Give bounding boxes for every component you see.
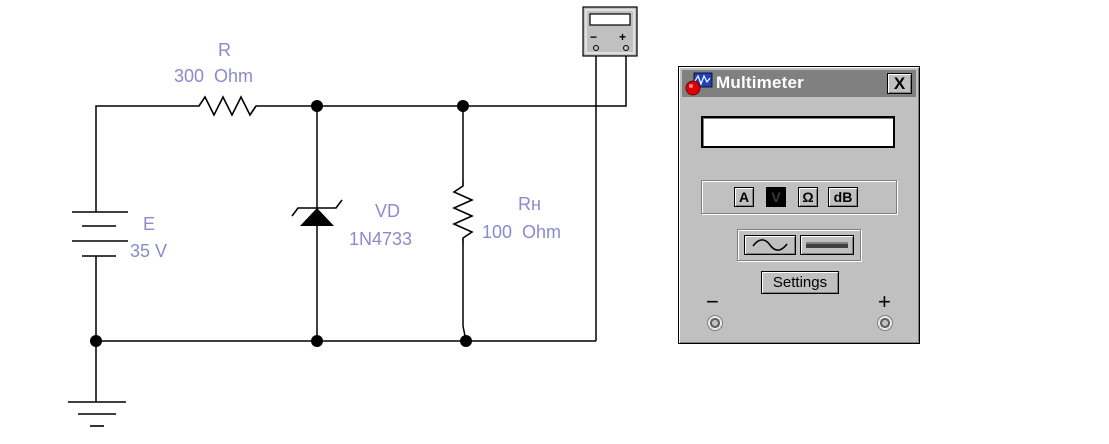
multimeter-title: Multimeter xyxy=(716,73,804,92)
meter-icon-minus: − xyxy=(590,30,597,44)
junction-node[interactable] xyxy=(311,335,323,347)
multimeter-instrument-icon[interactable]: − + xyxy=(582,6,638,57)
mode-decibel-button[interactable]: dB xyxy=(828,187,858,207)
resistor-r-symbol[interactable] xyxy=(190,95,266,117)
battery-e-name: E xyxy=(143,214,155,234)
battery-e-symbol[interactable] xyxy=(72,211,128,257)
meter-icon-plus: + xyxy=(619,30,626,44)
multimeter-window[interactable]: Multimeter X A V Ω dB Settings − + xyxy=(678,66,920,344)
load-resistor-name: Rн xyxy=(518,194,541,214)
terminal-minus-label: − xyxy=(706,289,719,314)
mode-ohmmeter-button[interactable]: Ω xyxy=(798,187,818,207)
multimeter-titlebar[interactable]: Multimeter X xyxy=(682,70,916,97)
zener-diode-name: VD xyxy=(375,201,400,221)
settings-button[interactable]: Settings xyxy=(761,271,839,294)
multimeter-app-icon xyxy=(685,72,713,96)
terminal-plus-label: + xyxy=(878,289,891,314)
load-resistor-value: 100 Ohm xyxy=(482,222,561,242)
wire-load-bottom xyxy=(462,245,467,342)
junction-node[interactable] xyxy=(457,100,469,112)
junction-node[interactable] xyxy=(90,335,102,347)
ac-mode-button[interactable] xyxy=(744,235,796,255)
load-resistor-rh-symbol[interactable] xyxy=(452,180,474,245)
junction-node[interactable] xyxy=(311,100,323,112)
junction-node[interactable] xyxy=(460,335,472,347)
signal-type-group xyxy=(737,229,861,261)
dc-line-icon xyxy=(806,242,848,248)
zener-diode-vd-symbol[interactable] xyxy=(291,199,343,226)
close-icon: X xyxy=(893,74,906,93)
mode-ammeter-button[interactable]: A xyxy=(734,187,754,207)
close-button[interactable]: X xyxy=(887,73,912,94)
battery-e-value: 35 V xyxy=(130,241,167,261)
ac-wave-icon xyxy=(752,239,788,251)
junction-nodes xyxy=(90,100,472,347)
dc-mode-button[interactable] xyxy=(800,235,854,255)
zener-diode-part: 1N4733 xyxy=(349,229,412,249)
multimeter-display xyxy=(701,116,895,148)
terminal-minus-jack[interactable] xyxy=(707,315,723,331)
wire-top-left xyxy=(95,105,190,212)
mode-voltmeter-button[interactable]: V xyxy=(766,187,786,207)
ground-icon xyxy=(68,401,126,427)
measurement-mode-group: A V Ω dB xyxy=(701,180,897,214)
wire-meter-plus xyxy=(596,56,627,107)
terminal-plus-jack[interactable] xyxy=(877,315,893,331)
resistor-r-value: 300 Ohm xyxy=(174,66,253,86)
resistor-r-name: R xyxy=(218,40,231,60)
